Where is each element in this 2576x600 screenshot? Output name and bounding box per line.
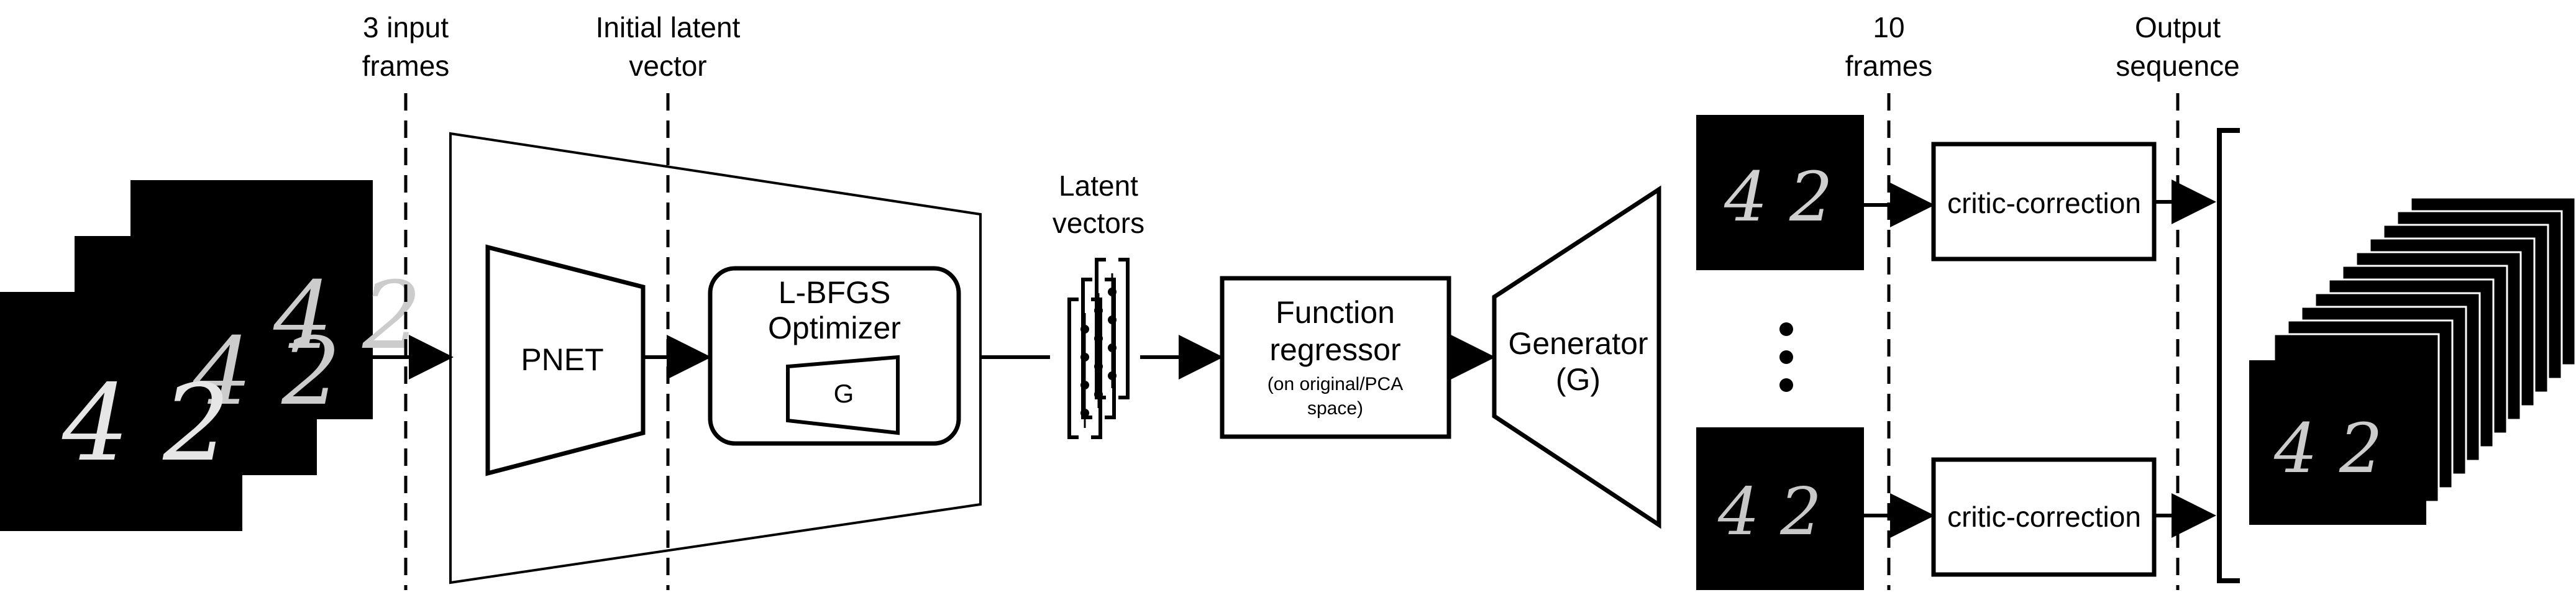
label-ten-frames-2: frames xyxy=(1845,50,1933,82)
function-regressor-label-2: regressor xyxy=(1269,332,1400,367)
function-regressor-note-1: (on original/PCA xyxy=(1267,374,1403,394)
optimizer-block xyxy=(708,266,961,446)
optimizer-label-2: Optimizer xyxy=(768,311,901,345)
label-initial-latent-2: vector xyxy=(629,50,706,82)
output-sequence-stack: 4 2 xyxy=(2249,196,2576,525)
generated-frame-top xyxy=(1696,115,1864,270)
critic-correction-top-label: critic-correction xyxy=(1947,187,2141,219)
label-output-sequence-2: sequence xyxy=(2116,50,2240,82)
input-frame-middle-digits: 4 2 xyxy=(192,318,341,426)
output-bracket xyxy=(2217,128,2240,583)
label-output-sequence-1: Output xyxy=(2135,11,2221,43)
output-frame-front-digits: 4 2 xyxy=(2273,409,2383,488)
generator-label-1: Generator xyxy=(1508,326,1648,361)
generated-frame-top-digits: 4 2 xyxy=(1724,157,1833,237)
label-input-frames-1: 3 input xyxy=(363,11,449,43)
encoder-optimizer-container xyxy=(449,132,982,584)
generated-frame-bottom xyxy=(1696,427,1864,590)
critic-correction-bottom-label: critic-correction xyxy=(1947,501,2141,533)
generator-block xyxy=(1492,185,1661,529)
function-regressor-label-1: Function xyxy=(1276,295,1395,330)
pnet-block xyxy=(485,244,646,476)
ellipsis-dots xyxy=(1779,322,1793,392)
input-frame-back-digits: 4 2 xyxy=(273,262,422,370)
label-initial-latent-1: Initial latent xyxy=(596,11,741,43)
input-frame-front-digits: 4 2 xyxy=(62,362,230,485)
label-ten-frames-1: 10 xyxy=(1873,11,1904,43)
latent-vectors-stack xyxy=(1067,258,1130,439)
input-frame-front xyxy=(0,292,242,531)
output-frame-front xyxy=(2249,360,2426,525)
optimizer-label-1: L-BFGS xyxy=(779,275,891,310)
latent-vector-dots xyxy=(1080,288,1117,417)
optimizer-generator-block xyxy=(786,355,900,435)
generator-label-2: (G) xyxy=(1556,362,1601,397)
label-latent-vectors-2: vectors xyxy=(1053,207,1144,239)
label-input-frames-2: frames xyxy=(362,50,450,82)
label-latent-vectors-1: Latent xyxy=(1059,170,1138,202)
input-frames-stack: 4 2 4 2 4 2 xyxy=(0,180,422,531)
generated-frame-bottom-digits: 4 2 xyxy=(1717,474,1822,550)
function-regressor-note-2: space) xyxy=(1307,398,1363,419)
optimizer-generator-label: G xyxy=(834,379,854,408)
pnet-label: PNET xyxy=(521,342,603,377)
